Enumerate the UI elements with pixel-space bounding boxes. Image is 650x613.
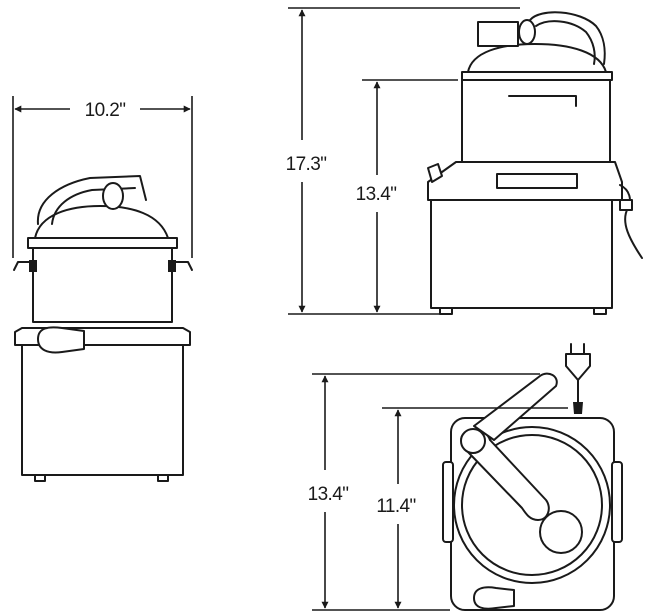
top-small-feed-opening [539,510,583,554]
side-feed-tube [477,21,519,47]
side-label-plate [496,173,578,189]
front-view: 10.2" [12,96,193,482]
side-lid-rim [461,71,613,81]
front-foot-right [157,474,169,482]
side-power-cord [619,184,643,259]
front-lid [34,205,169,239]
front-feed-tube [36,175,147,225]
depth-body-label: 11.4" [376,496,415,517]
top-pusher [473,372,558,441]
side-view: 17.3" 13.4" [286,7,643,315]
front-foot-left [34,474,46,482]
power-plug-icon [565,343,591,414]
side-knob [427,163,443,183]
top-view: 13.4" 11.4" [308,343,623,611]
front-lid-rim [27,237,178,249]
side-base [430,199,613,309]
front-feed-tube-pusher [102,182,124,210]
side-bowl [461,79,611,163]
front-bowl-handle-left [13,261,34,271]
height-total-label: 17.3" [286,154,327,175]
front-side-knob [37,326,85,354]
depth-total-label: 13.4" [308,484,349,505]
front-bowl [32,247,173,323]
front-base [21,344,184,476]
front-bowl-handle-right [171,261,193,271]
width-label: 10.2" [85,100,126,121]
top-knob [473,586,515,610]
height-body-label: 13.4" [356,184,397,205]
side-feed-arch [529,11,606,65]
side-lid [467,43,607,73]
